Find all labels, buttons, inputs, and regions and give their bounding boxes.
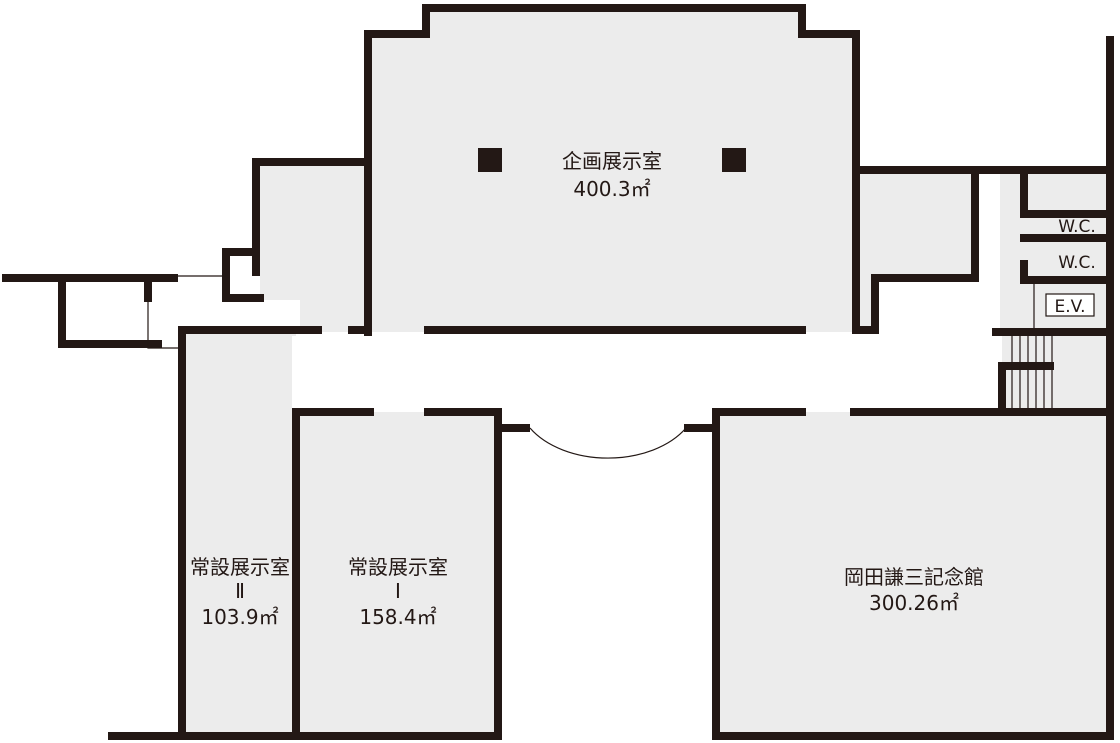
elevator-label: E.V. [1055, 297, 1086, 317]
entrance-door-arc [529, 427, 687, 459]
wc-lower-wall [1020, 260, 1110, 284]
storage-room-right-area [858, 172, 975, 330]
wc-upper-label: W.C. [1058, 217, 1096, 237]
storage-room-wall [854, 166, 979, 334]
okada-memorial-area: 300.26㎡ [869, 591, 959, 615]
left-wing-thin-line-2 [147, 298, 180, 349]
okada-memorial-wall [712, 408, 806, 740]
left-annex-area [256, 162, 368, 332]
permanent-exhibition-1-right-wall [424, 408, 502, 740]
stairwell-area [1000, 172, 1108, 410]
wc-lower-label: W.C. [1058, 253, 1096, 273]
permanent-exhibition-1-wall [292, 408, 374, 740]
permanent-exhibition-2-area [184, 332, 296, 734]
pillar-left [478, 148, 502, 172]
entrance-hall [502, 408, 714, 738]
okada-memorial-area [718, 412, 1108, 734]
special-exhibition-name: 企画展示室 [562, 149, 662, 173]
permanent-exhibition-2-number: Ⅱ [235, 579, 245, 603]
permanent-exhibition-1-number: Ⅰ [395, 579, 401, 603]
permanent-exhibition-1-name: 常設展示室 [348, 555, 448, 579]
corridor [292, 336, 1002, 408]
special-exhibition-room-area [368, 10, 856, 332]
wc-block-wall [1020, 172, 1110, 218]
permanent-exhibition-2-name: 常設展示室 [190, 555, 290, 579]
elevator-box [1045, 293, 1095, 317]
left-wing-box [58, 276, 162, 348]
okada-memorial-name: 岡田謙三記念館 [844, 565, 984, 589]
pillar-right [722, 148, 746, 172]
corridor-top-left-wall [178, 326, 322, 740]
left-annex-wall [252, 158, 370, 276]
permanent-exhibition-1-area [298, 412, 498, 734]
special-exhibition-area: 400.3㎡ [573, 177, 650, 201]
left-annex-closet [222, 248, 264, 302]
permanent-exhibition-1-area: 158.4㎡ [359, 605, 436, 629]
special-exhibition-wall [364, 4, 860, 336]
okada-memorial-top-right-wall [850, 408, 1114, 740]
permanent-exhibition-2-area: 103.9㎡ [201, 605, 278, 629]
stair-side-wall [998, 362, 1054, 414]
stairs [1011, 284, 1053, 408]
